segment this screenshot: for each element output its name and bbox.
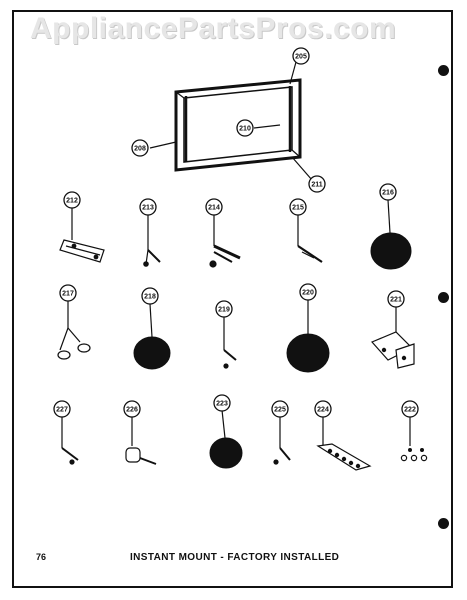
callouts: 205 208 210 211 212 213 [53,47,419,418]
callout-227: 227 [53,400,71,418]
callout-217: 217 [59,284,77,302]
svg-text:205: 205 [295,54,307,61]
screw-213 [143,214,161,267]
svg-text:227: 227 [56,407,68,414]
clip-221 [370,306,415,369]
callout-205: 205 [292,47,310,65]
svg-text:211: 211 [311,182,322,189]
screw-227 [61,416,79,465]
knob-217 [57,300,91,360]
binder-hole-top [438,65,449,76]
callout-221: 221 [387,290,405,308]
callout-224: 224 [314,400,332,418]
diagram-caption: INSTANT MOUNT - FACTORY INSTALLED [130,552,340,563]
svg-text:216: 216 [382,190,394,197]
binder-hole-bottom [438,518,449,529]
callout-226: 226 [123,400,141,418]
page-border [12,10,453,588]
plug-223 [209,437,243,469]
callout-222: 222 [401,400,419,418]
svg-text:221: 221 [390,297,402,304]
callout-220: 220 [299,283,317,301]
callout-216: 216 [379,183,397,201]
binder-hole-middle [438,292,449,303]
svg-text:213: 213 [142,205,154,212]
screw-215 [297,214,323,263]
svg-text:214: 214 [208,205,220,212]
plug-220 [286,333,330,373]
svg-text:218: 218 [144,294,156,301]
svg-text:210: 210 [239,126,251,133]
svg-text:224: 224 [317,407,329,414]
washers-222 [400,416,428,462]
svg-text:223: 223 [216,401,228,408]
callout-210-frame: 210 [236,119,254,137]
svg-text:217: 217 [62,291,74,298]
svg-text:212: 212 [66,198,78,205]
terminal-strip-224 [316,416,372,471]
callout-208: 208 [131,139,149,157]
screw-225 [273,416,291,465]
callout-219: 219 [215,300,233,318]
callout-213: 213 [139,198,157,216]
bolt-214 [209,214,241,268]
callout-211: 211 [308,175,326,193]
page-number: 76 [36,552,47,562]
svg-text:208: 208 [134,146,146,153]
bracket-212 [59,207,105,263]
callout-225: 225 [271,400,289,418]
svg-text:215: 215 [292,205,304,212]
callout-218: 218 [141,287,159,305]
watermark: AppliancePartsPros.com [30,12,397,45]
svg-text:220: 220 [302,290,314,297]
plug-216 [370,232,412,270]
screw-219 [223,316,237,369]
svg-text:226: 226 [126,407,138,414]
mounting-frame [174,78,302,172]
callout-215: 215 [289,198,307,216]
callout-212: 212 [63,191,81,209]
svg-text:222: 222 [404,407,416,414]
plug-218 [133,336,171,370]
fastener-226 [125,416,157,465]
svg-text:225: 225 [274,407,286,414]
callout-223: 223 [213,394,231,412]
callout-214: 214 [205,198,223,216]
svg-text:219: 219 [218,307,230,314]
